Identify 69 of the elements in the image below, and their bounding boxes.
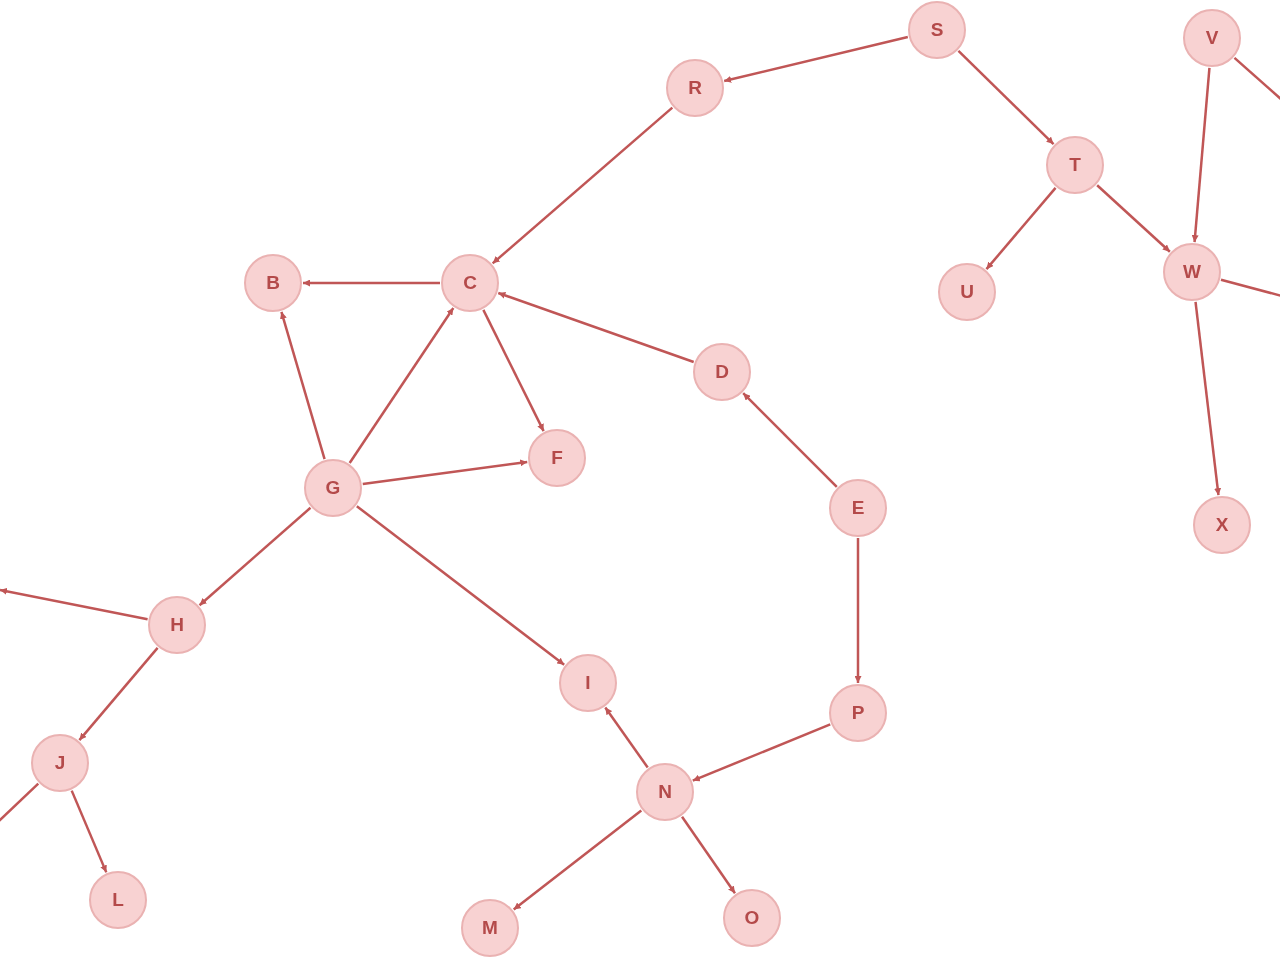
node-label: B xyxy=(266,272,280,294)
connector-line xyxy=(0,782,40,823)
graph-node xyxy=(31,734,89,792)
arrow xyxy=(0,587,148,621)
graph-node xyxy=(1163,243,1221,301)
graph-node xyxy=(304,459,362,517)
arrow xyxy=(957,50,1055,145)
node-label: F xyxy=(551,447,563,469)
node-label: D xyxy=(715,361,729,383)
arrow xyxy=(491,106,674,265)
arrow xyxy=(303,279,440,287)
node-label: U xyxy=(960,281,974,303)
node-label: S xyxy=(930,19,944,41)
graph-node xyxy=(1193,496,1251,554)
arrow xyxy=(604,706,649,769)
node-label: R xyxy=(688,77,702,99)
graph-node xyxy=(666,59,724,117)
arrow xyxy=(362,459,528,486)
node-label: X xyxy=(1215,514,1229,536)
graph-node xyxy=(461,899,519,957)
node-label: V xyxy=(1205,27,1219,49)
node-label: L xyxy=(112,889,124,911)
arrow xyxy=(198,506,312,607)
node-label: W xyxy=(1183,261,1201,283)
arrow xyxy=(681,815,736,895)
node-label: C xyxy=(463,272,477,294)
arrow xyxy=(692,723,831,782)
node-label: E xyxy=(851,497,865,519)
graph-node xyxy=(1183,9,1241,67)
node-label: J xyxy=(54,752,66,774)
arrow xyxy=(1194,301,1222,496)
connector-line xyxy=(1220,278,1280,298)
graph-node xyxy=(89,871,147,929)
graph-node xyxy=(559,654,617,712)
node-label: O xyxy=(744,907,760,929)
arrow xyxy=(348,307,455,464)
graph-node xyxy=(723,889,781,947)
arrow xyxy=(482,309,545,432)
graph-node xyxy=(829,684,887,742)
graph-node xyxy=(938,263,996,321)
arrow xyxy=(512,809,643,911)
node-label: N xyxy=(658,781,672,803)
graph-node xyxy=(829,479,887,537)
arrow xyxy=(356,505,565,666)
graph-node xyxy=(693,343,751,401)
arrow xyxy=(70,790,108,873)
arrow xyxy=(78,647,159,741)
arrow xyxy=(280,311,326,460)
arrow xyxy=(1096,184,1171,253)
graph-node xyxy=(908,1,966,59)
node-label: I xyxy=(585,672,591,694)
arrow xyxy=(742,392,838,488)
graph-node xyxy=(148,596,206,654)
connector-line xyxy=(1233,56,1280,101)
arrow xyxy=(497,291,695,364)
node-label: P xyxy=(851,702,865,724)
arrow xyxy=(985,187,1057,270)
arrow xyxy=(723,35,909,83)
graph-node xyxy=(528,429,586,487)
node-label: H xyxy=(170,614,184,636)
node-label: G xyxy=(325,477,341,499)
graph-node xyxy=(1046,136,1104,194)
graph-node xyxy=(441,254,499,312)
arrow xyxy=(854,538,862,683)
node-label: M xyxy=(482,917,498,939)
graph-node xyxy=(636,763,694,821)
graph-node xyxy=(244,254,302,312)
arrow xyxy=(1191,67,1211,243)
node-label: T xyxy=(1069,154,1081,176)
